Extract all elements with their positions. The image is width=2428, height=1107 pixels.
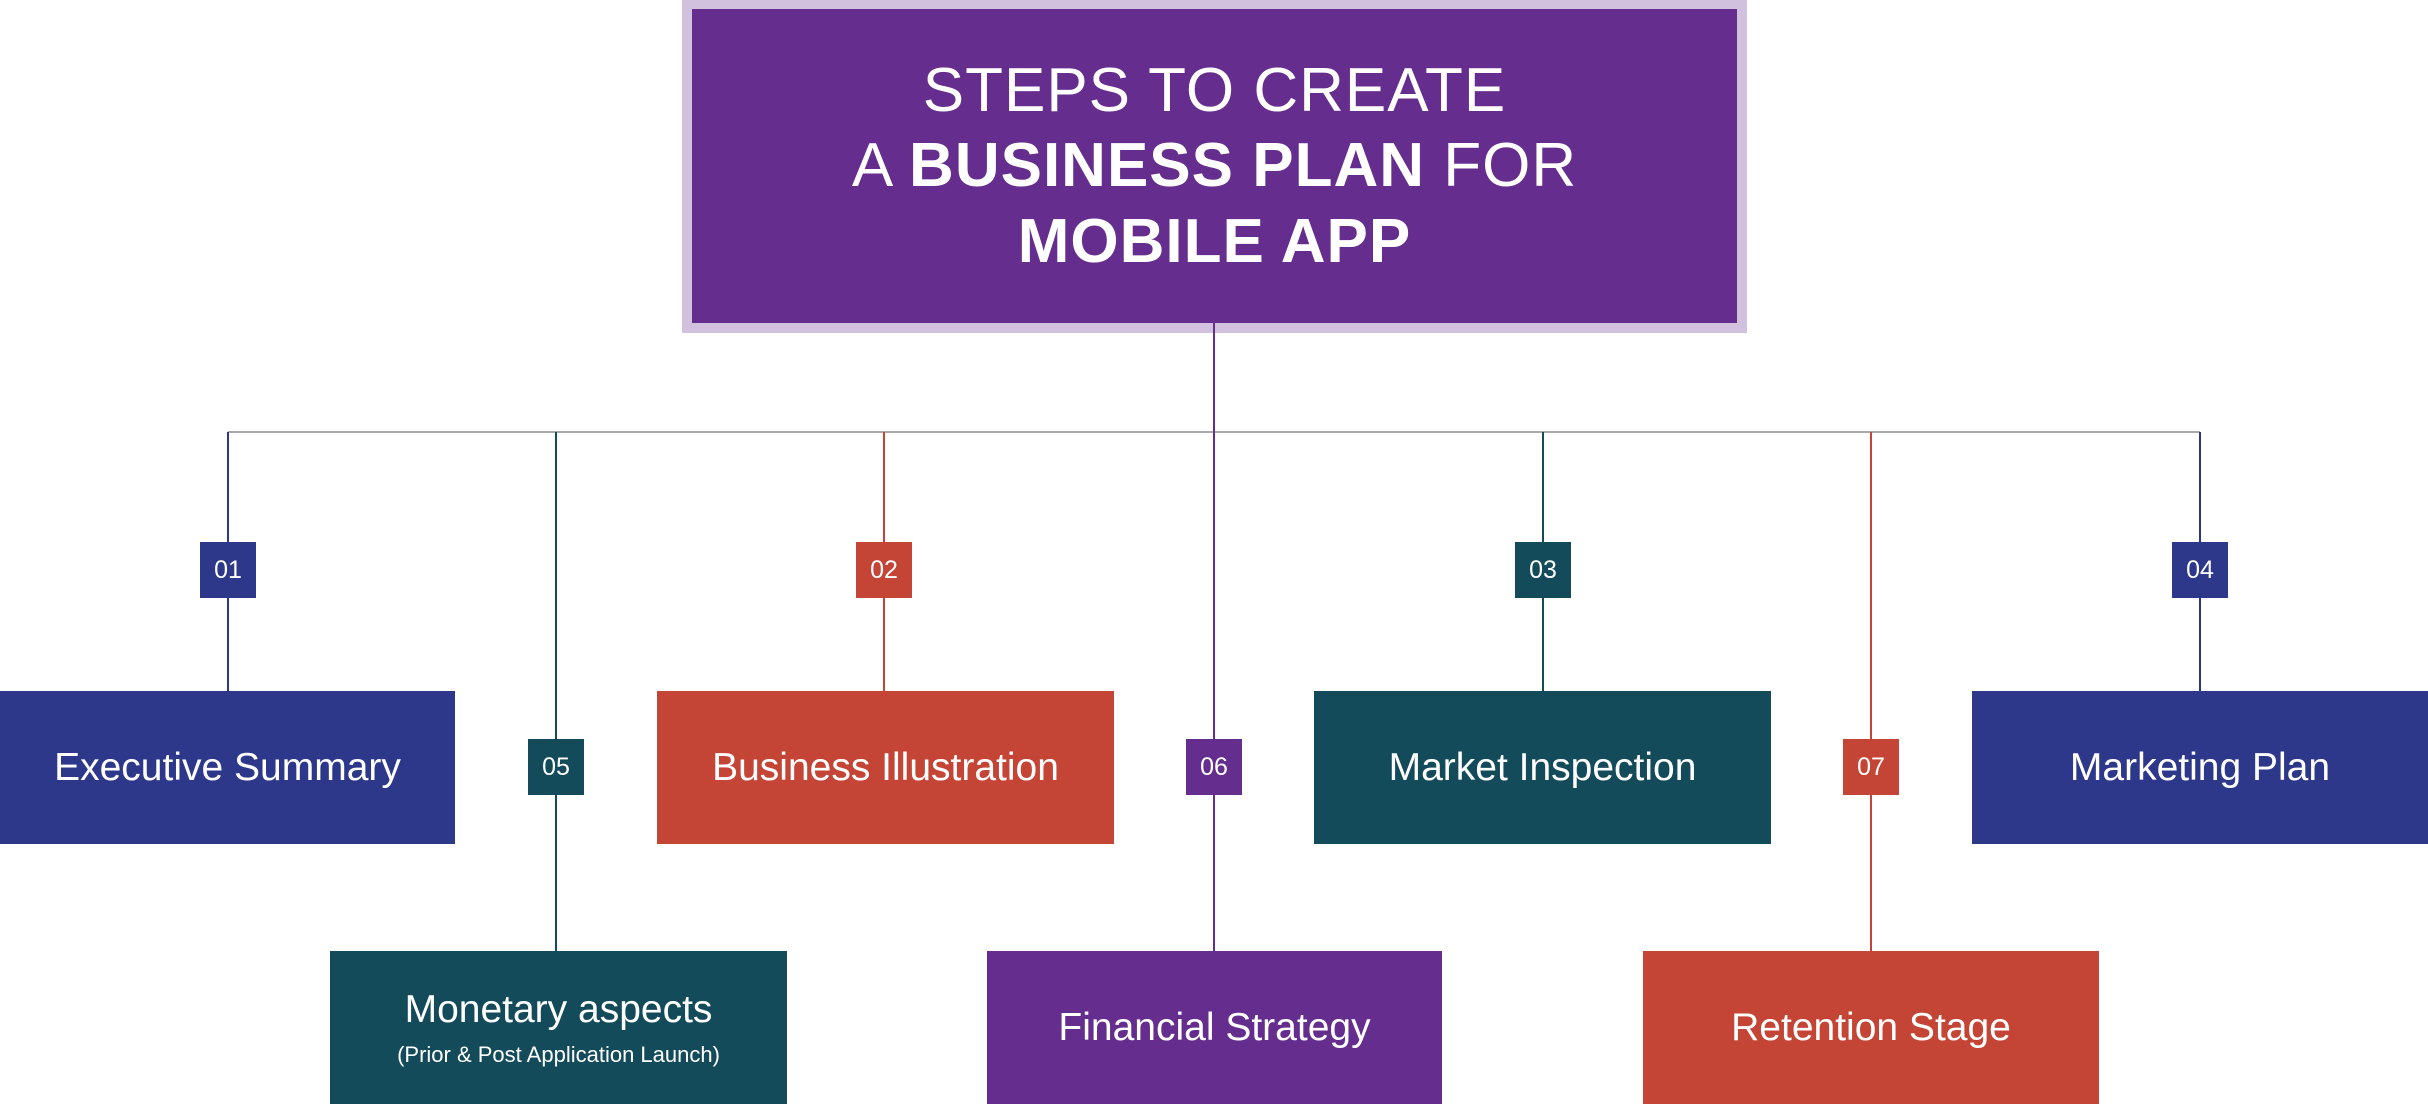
step-box-monetary-aspects: Monetary aspects (Prior & Post Applicatio…	[330, 951, 787, 1104]
step-label: Financial Strategy	[1058, 1005, 1371, 1049]
connector-05	[555, 432, 557, 952]
step-badge-07: 07	[1843, 739, 1899, 795]
title-line-1: STEPS TO CREATE	[922, 55, 1507, 125]
title-bold-2: MOBILE APP	[1017, 206, 1412, 276]
step-box-market-inspection: Market Inspection	[1314, 691, 1771, 844]
step-badge-04: 04	[2172, 542, 2228, 598]
step-sublabel: (Prior & Post Application Launch)	[397, 1041, 720, 1067]
step-label: Monetary aspects	[404, 987, 713, 1031]
step-label: Executive Summary	[54, 745, 401, 789]
step-badge-02: 02	[856, 542, 912, 598]
title-bold: BUSINESS PLAN	[909, 131, 1426, 201]
step-badge-06: 06	[1186, 739, 1242, 795]
step-badge-01: 01	[200, 542, 256, 598]
title-line-2: A BUSINESS PLAN FOR	[852, 128, 1577, 204]
step-box-marketing-plan: Marketing Plan	[1972, 691, 2428, 844]
step-label: Business Illustration	[712, 745, 1059, 789]
step-box-financial-strategy: Financial Strategy	[987, 951, 1442, 1104]
step-label: Marketing Plan	[2069, 745, 2331, 789]
step-box-executive-summary: Executive Summary	[0, 691, 455, 844]
step-box-retention-stage: Retention Stage	[1643, 951, 2099, 1104]
title-line-3: MOBILE APP	[1018, 204, 1412, 280]
step-label: Retention Stage	[1731, 1005, 2011, 1049]
step-badge-03: 03	[1515, 542, 1571, 598]
title-box: STEPS TO CREATE A BUSINESS PLAN FOR MOBI…	[692, 9, 1737, 323]
step-box-business-illustration: Business Illustration	[657, 691, 1114, 844]
connector-06	[1213, 323, 1215, 952]
connector-07	[1870, 432, 1872, 952]
step-badge-05: 05	[528, 739, 584, 795]
title-suffix: FOR	[1443, 131, 1578, 201]
step-label: Market Inspection	[1388, 745, 1697, 789]
title-prefix: A	[851, 131, 891, 201]
